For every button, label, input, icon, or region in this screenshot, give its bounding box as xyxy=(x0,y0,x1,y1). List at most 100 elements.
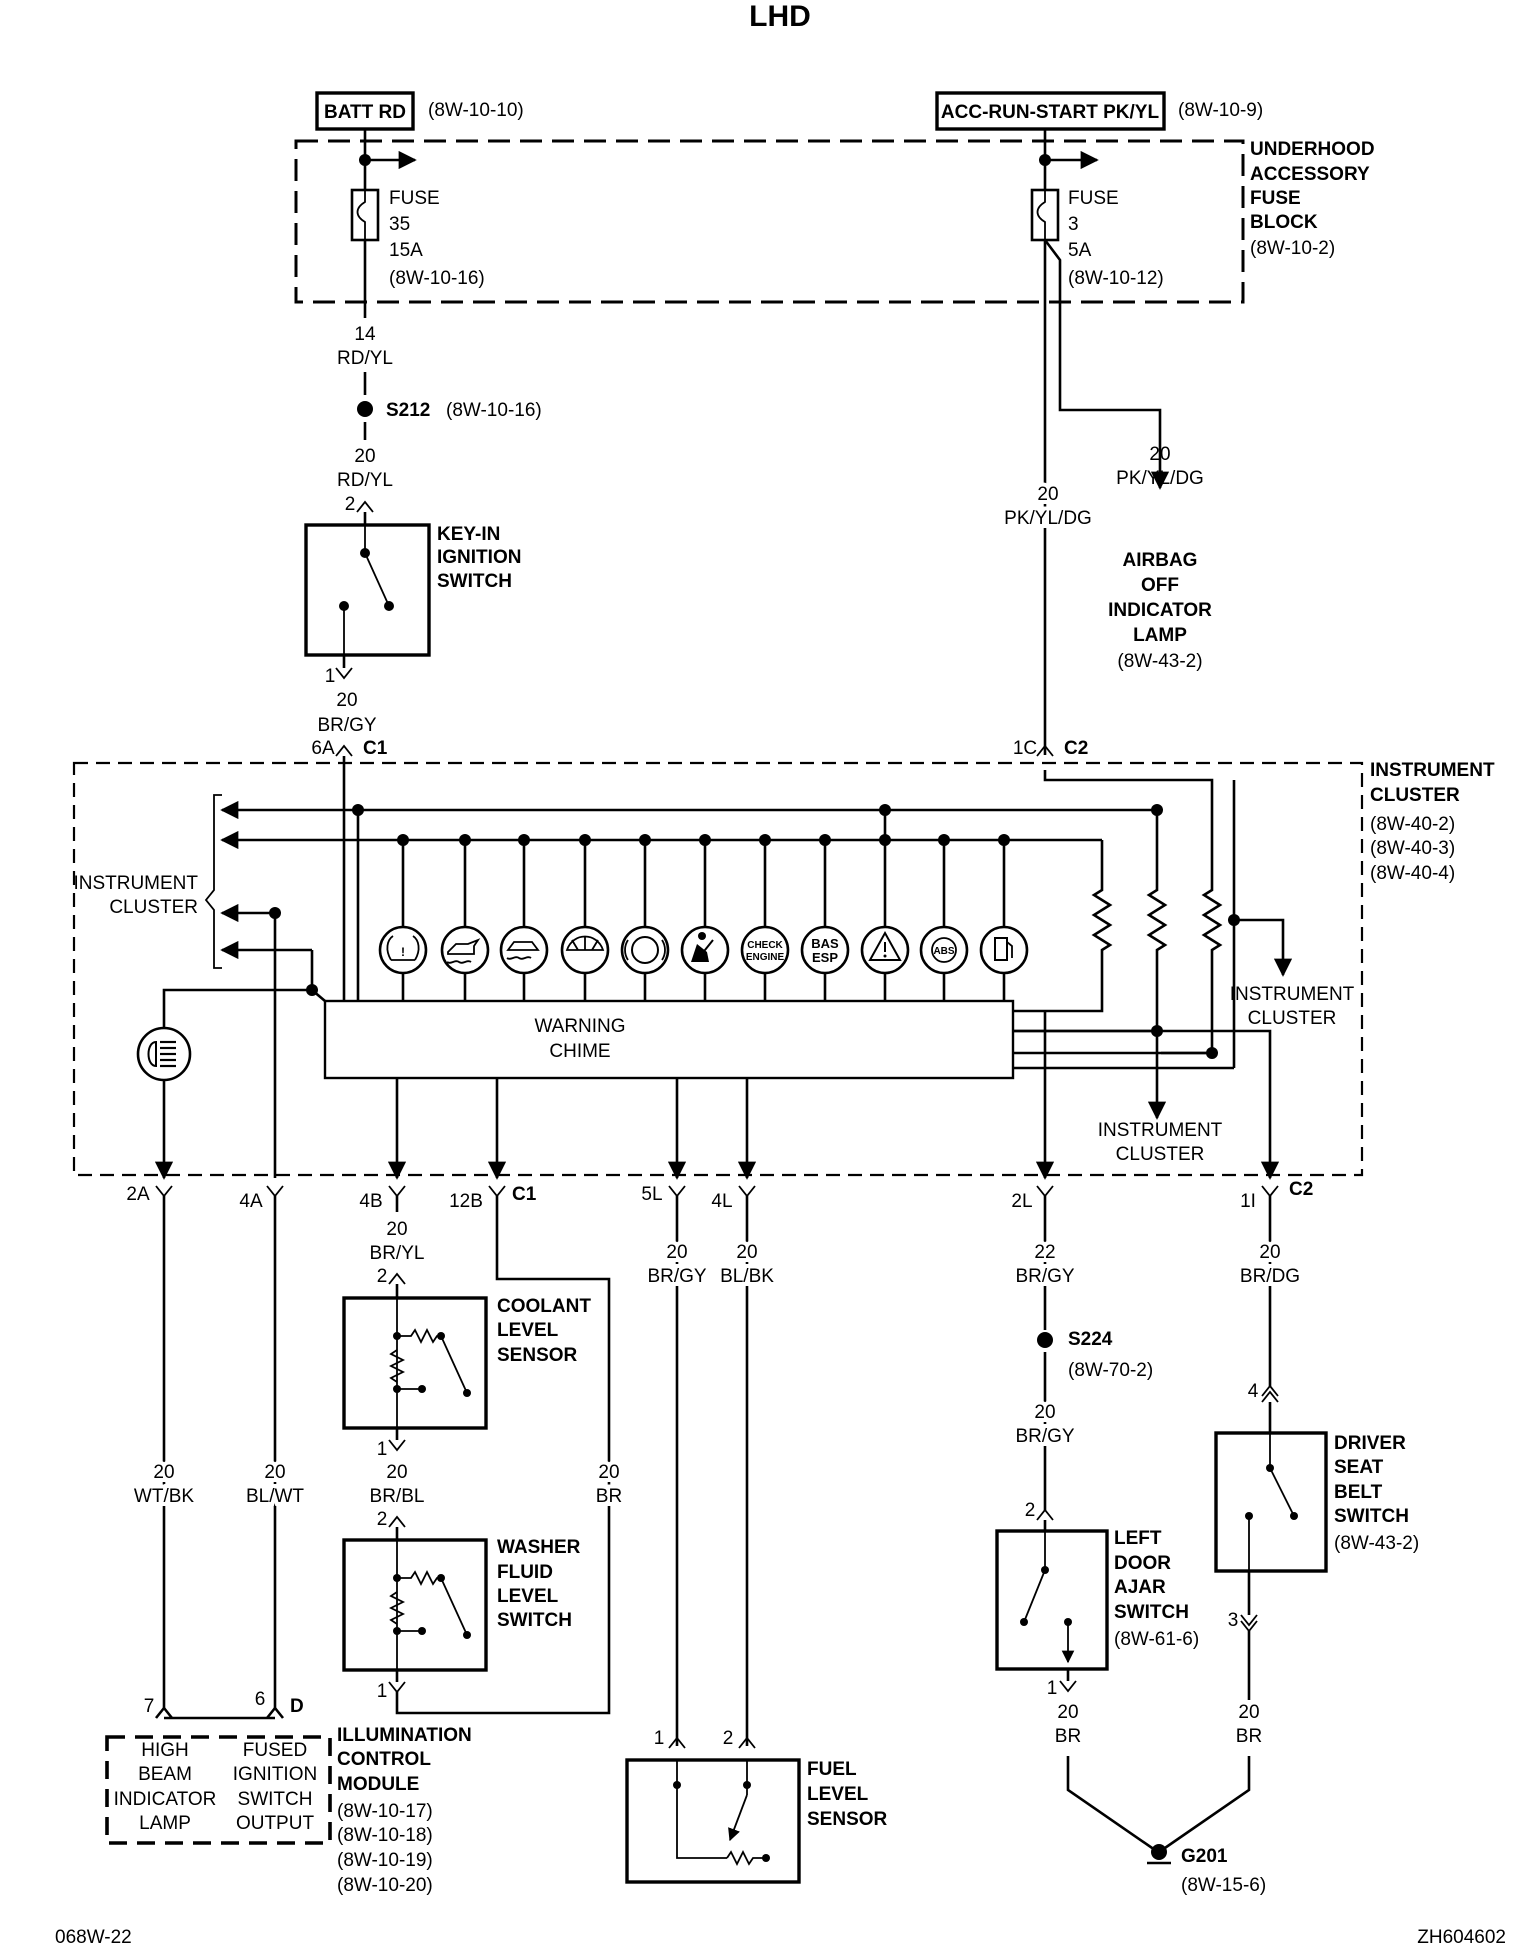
washer-fluid-level-switch xyxy=(342,1538,488,1672)
svg-text:CONTROL: CONTROL xyxy=(337,1749,431,1770)
wire-brgy-22-color: BR/GY xyxy=(1015,1266,1074,1287)
svg-text:COOLANT: COOLANT xyxy=(497,1296,591,1317)
tire-pressure-icon: ! xyxy=(378,925,428,975)
svg-text:HIGH: HIGH xyxy=(141,1740,189,1761)
svg-text:4A: 4A xyxy=(239,1191,263,1212)
svg-text:5A: 5A xyxy=(1068,240,1092,261)
svg-text:AJAR: AJAR xyxy=(1114,1577,1166,1598)
seat-pin-3: 3 xyxy=(1228,1610,1239,1631)
wire-br-12b-color: BR xyxy=(596,1486,622,1507)
coolant-label: COOLANT LEVEL SENSOR xyxy=(497,1296,591,1366)
seat-pin-4: 4 xyxy=(1248,1381,1259,1402)
cluster-brace xyxy=(204,794,222,969)
wire-br-seat-color: BR xyxy=(1236,1726,1262,1747)
bottom-connector-pins: 2A 4A 4B 12B C1 5L 4L 2L 1I C2 xyxy=(126,1179,1313,1212)
svg-text:ACCESSORY: ACCESSORY xyxy=(1250,164,1370,185)
wire-brbl-gauge: 20 xyxy=(386,1462,407,1483)
svg-text:INSTRUMENT: INSTRUMENT xyxy=(1098,1120,1223,1141)
oil-pressure-icon xyxy=(440,925,490,975)
svg-text:(8W-40-4): (8W-40-4) xyxy=(1370,863,1455,884)
door-pin-1: 1 xyxy=(1047,1678,1058,1699)
illum-high-beam-label: HIGH BEAM INDICATOR LAMP xyxy=(114,1740,217,1834)
wire-wtbk-gauge: 20 xyxy=(153,1462,174,1483)
batt-rd-ref: (8W-10-10) xyxy=(428,100,524,121)
svg-text:LEVEL: LEVEL xyxy=(807,1784,869,1805)
svg-text:(8W-10-19): (8W-10-19) xyxy=(337,1850,433,1871)
warning-chime-label: WARNING CHIME xyxy=(534,1016,625,1062)
fuel-label: FUEL LEVEL SENSOR xyxy=(807,1759,888,1830)
svg-text:SWITCH: SWITCH xyxy=(437,571,512,592)
high-beam-icon xyxy=(136,1026,192,1082)
svg-text:C1: C1 xyxy=(512,1184,537,1205)
ic-bottom-label: INSTRUMENT CLUSTER xyxy=(1098,1120,1223,1165)
ic-left-label: INSTRUMENT CLUSTER xyxy=(73,873,198,918)
fuse-35-label: FUSE 35 15A (8W-10-16) xyxy=(389,188,485,289)
bas-esp-icon: BAS ESP xyxy=(800,925,850,975)
wire-brgy-door-gauge: 20 xyxy=(1034,1402,1055,1423)
svg-text:SENSOR: SENSOR xyxy=(497,1345,578,1366)
illum-pin-7: 7 xyxy=(144,1696,155,1717)
acc-run-start-label: ACC-RUN-START PK/YL xyxy=(941,102,1160,123)
resistor-3 xyxy=(1013,770,1223,1055)
wire-brgy-5l-color: BR/GY xyxy=(647,1266,706,1287)
door-pin-2: 2 xyxy=(1025,1500,1036,1521)
wire-wtbk-color: WT/BK xyxy=(134,1486,194,1507)
svg-text:(8W-10-18): (8W-10-18) xyxy=(337,1825,433,1846)
svg-text:(8W-43-2): (8W-43-2) xyxy=(1117,651,1202,672)
door-label: LEFT DOOR AJAR SWITCH (8W-61-6) xyxy=(1114,1528,1199,1650)
wire-br-door-color: BR xyxy=(1055,1726,1081,1747)
svg-text:INDICATOR: INDICATOR xyxy=(114,1789,217,1810)
wire-rdyl-14-gauge: 14 xyxy=(354,324,376,345)
svg-text:INDICATOR: INDICATOR xyxy=(1108,600,1212,621)
splice-s224 xyxy=(1037,1332,1053,1348)
key-in-pin-1: 1 xyxy=(325,666,336,687)
instrument-cluster-outline xyxy=(72,761,1364,1177)
acc-run-start-ref: (8W-10-9) xyxy=(1178,100,1263,121)
coolant-pin-1: 1 xyxy=(377,1439,388,1460)
svg-text:FUSE: FUSE xyxy=(1068,188,1119,209)
key-in-label: KEY-IN IGNITION SWITCH xyxy=(437,524,521,592)
wire-brgy-door-color: BR/GY xyxy=(1015,1426,1074,1447)
svg-text:LAMP: LAMP xyxy=(139,1813,191,1834)
washer-fluid-icon xyxy=(560,925,610,975)
washer-label: WASHER FLUID LEVEL SWITCH xyxy=(497,1537,581,1631)
svg-text:LEVEL: LEVEL xyxy=(497,1586,559,1607)
svg-text:KEY-IN: KEY-IN xyxy=(437,524,500,545)
key-in-ignition-switch xyxy=(304,523,431,657)
wire-br-seat-gauge: 20 xyxy=(1238,1702,1259,1723)
svg-text:ABS: ABS xyxy=(933,946,954,957)
wire-brgy-5l-gauge: 20 xyxy=(666,1242,687,1263)
illum-conn-d: D xyxy=(290,1696,304,1717)
wire-brgy-c1-color: BR/GY xyxy=(317,715,376,736)
svg-text:WASHER: WASHER xyxy=(497,1537,581,1558)
wire-bryl-gauge: 20 xyxy=(386,1219,407,1240)
c1-top-pin: 6A xyxy=(311,738,335,759)
svg-text:(8W-10-2): (8W-10-2) xyxy=(1250,238,1335,259)
svg-text:CLUSTER: CLUSTER xyxy=(1116,1144,1205,1165)
svg-text:4L: 4L xyxy=(711,1191,732,1212)
svg-text:SENSOR: SENSOR xyxy=(807,1809,888,1830)
resistor-1 xyxy=(1013,840,1113,1013)
svg-text:UNDERHOOD: UNDERHOOD xyxy=(1250,139,1375,160)
svg-text:CLUSTER: CLUSTER xyxy=(109,897,198,918)
svg-text:LEFT: LEFT xyxy=(1114,1528,1162,1549)
seat-belt-icon xyxy=(680,925,730,975)
svg-text:(8W-10-17): (8W-10-17) xyxy=(337,1801,433,1822)
svg-text:LEVEL: LEVEL xyxy=(497,1320,559,1341)
wire-c2-color: PK/YL/DG xyxy=(1004,508,1092,529)
wire-blwt-gauge: 20 xyxy=(264,1462,285,1483)
wire-blbk-4l-gauge: 20 xyxy=(736,1242,757,1263)
svg-text:INSTRUMENT: INSTRUMENT xyxy=(1370,760,1495,781)
svg-text:(8W-40-2): (8W-40-2) xyxy=(1370,814,1455,835)
wire-airbag-color: PK/YL/DG xyxy=(1116,468,1204,489)
fuel-pin-2: 2 xyxy=(723,1728,734,1749)
svg-text:IGNITION: IGNITION xyxy=(233,1764,317,1785)
left-door-ajar-switch xyxy=(995,1529,1109,1671)
abs-icon: ABS xyxy=(919,925,969,975)
fuse-35 xyxy=(350,188,380,242)
svg-text:BELT: BELT xyxy=(1334,1482,1383,1503)
svg-text:ENGINE: ENGINE xyxy=(746,952,785,963)
svg-text:BEAM: BEAM xyxy=(138,1764,192,1785)
wire-brdg-gauge: 20 xyxy=(1259,1242,1280,1263)
